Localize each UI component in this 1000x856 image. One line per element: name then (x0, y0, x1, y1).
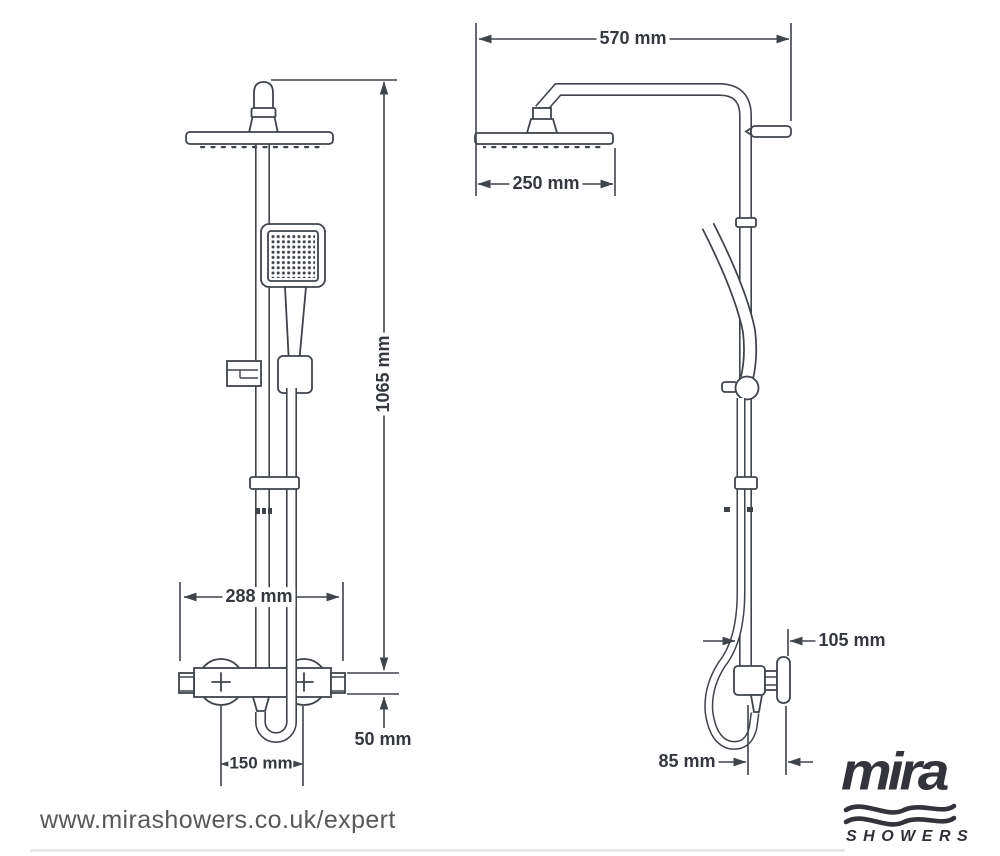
side-valve-outlet (749, 694, 764, 713)
front-valve-outlet (251, 696, 271, 712)
front-left-control-cross (211, 672, 231, 692)
dim-head-width-label: 250 mm (509, 173, 583, 194)
page-edge-shadow (30, 849, 845, 852)
front-handset-holder (226, 355, 313, 394)
side-rail-clamp (724, 217, 758, 512)
side-mixer-valve (733, 656, 791, 713)
side-head-nozzles (483, 146, 605, 152)
dim-valve-height-label: 50 mm (351, 729, 415, 750)
side-holder-knob (734, 375, 760, 401)
front-head-nozzles (197, 146, 325, 152)
mira-logo-tagline: SHOWERS (846, 828, 975, 845)
side-wall-stub (750, 125, 792, 138)
front-rail-clamp (249, 476, 300, 514)
side-shower-head (474, 132, 614, 152)
front-right-control-cross (294, 672, 314, 692)
website-url: www.mirashowers.co.uk/expert (40, 806, 396, 834)
mira-logo-wordmark: mira (841, 742, 949, 802)
side-arm-and-rail (540, 90, 792, 667)
side-handset (708, 226, 760, 401)
side-wall-plate (776, 656, 791, 704)
dim-upper-wall-offset-label: 105 mm (815, 630, 889, 651)
dim-lower-wall-offset-label: 85 mm (655, 751, 719, 772)
side-wall-union (764, 670, 778, 691)
front-shower-head (185, 131, 334, 152)
front-handset-spray-face (271, 234, 315, 278)
mira-wave-icon (843, 803, 957, 827)
dim-overall-height-label: 1065 mm (373, 332, 394, 416)
dim-arm-projection-label: 570 mm (596, 28, 670, 49)
front-handset (260, 223, 326, 365)
side-dimension-lines (475, 23, 819, 775)
side-head-connector (525, 107, 559, 134)
dim-hose-spacing-label: 150 mm (228, 753, 294, 774)
side-view (474, 23, 819, 775)
front-riser-top-cap (247, 81, 280, 134)
dim-valve-width-label: 288 mm (222, 586, 296, 607)
front-view (178, 79, 399, 786)
front-handset-handle (284, 286, 307, 365)
mira-logo: mira SHOWERS (838, 744, 993, 849)
